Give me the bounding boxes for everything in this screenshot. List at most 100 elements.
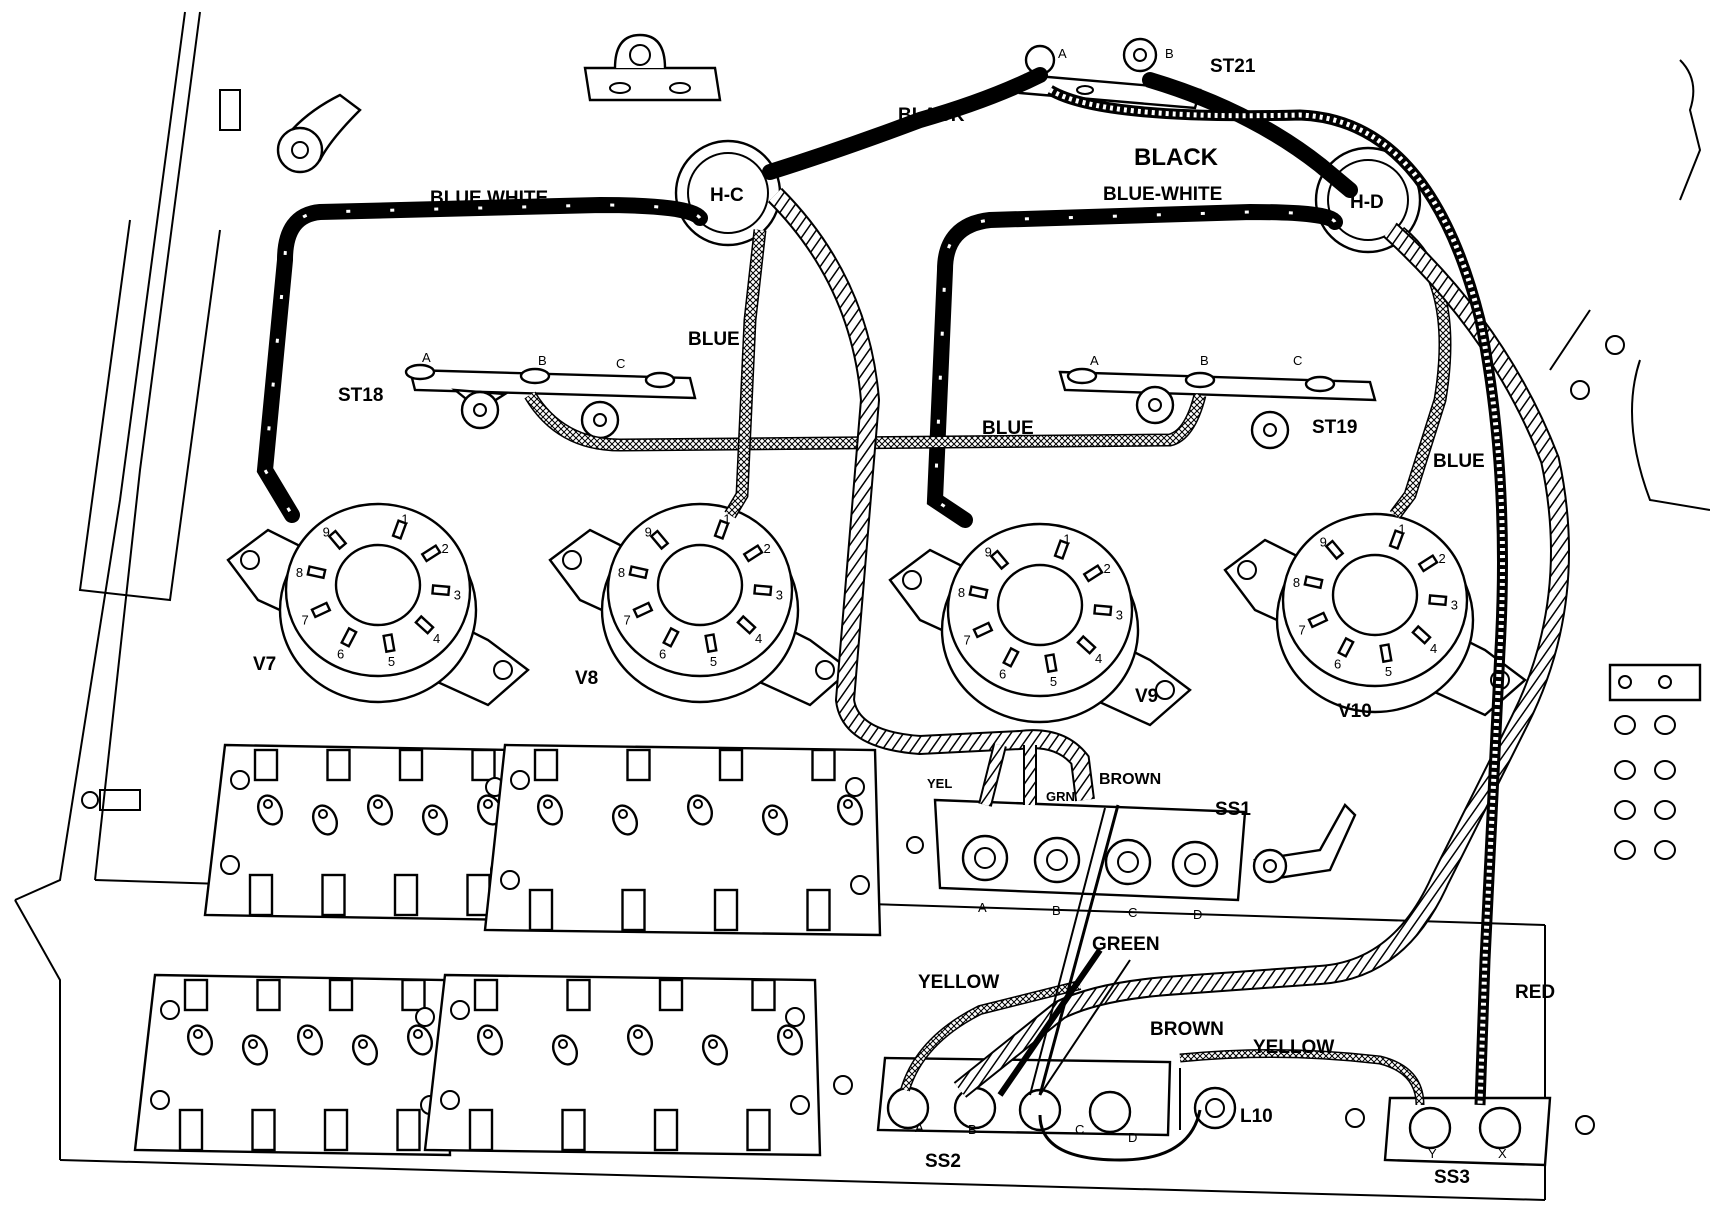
label-hd: H-D — [1350, 192, 1384, 213]
label-black-1: BLACK — [898, 105, 965, 126]
board-hole — [160, 1000, 180, 1020]
board-slot — [751, 978, 776, 1012]
mounting-hole — [902, 570, 922, 590]
label-blue-3: BLUE — [1433, 451, 1485, 472]
pin-label: 4 — [1430, 641, 1437, 656]
socket-pin — [1324, 539, 1345, 561]
socket-center — [656, 543, 744, 627]
pin-label: 6 — [999, 667, 1006, 682]
board-slot — [178, 1108, 204, 1152]
socket-pin — [306, 565, 327, 580]
socket-pin — [753, 584, 773, 597]
pin-label: 8 — [296, 565, 303, 580]
lug-hole — [428, 809, 438, 819]
lug-hole — [783, 1029, 793, 1039]
board-hole — [510, 770, 530, 790]
lug-hole — [483, 1029, 493, 1039]
label-ss3: SS3 — [1434, 1167, 1470, 1188]
label-ss1-d: D — [1193, 907, 1202, 922]
right-edge-parts — [1549, 59, 1710, 1135]
pin-label: 4 — [755, 631, 762, 646]
socket-pin — [1093, 604, 1113, 617]
board-hole — [790, 1095, 810, 1115]
socket-pin — [310, 601, 332, 619]
label-blue-1: BLUE — [688, 329, 740, 350]
terminal-boards — [133, 743, 882, 1157]
label-st21-a: A — [1058, 46, 1067, 61]
board-slot — [806, 888, 831, 932]
pin-label: 3 — [776, 587, 783, 602]
board-slot — [323, 1108, 349, 1152]
socket-pin — [713, 519, 730, 540]
socket-pin — [327, 529, 348, 551]
board-slot — [251, 1108, 276, 1152]
socket-pin — [972, 621, 994, 639]
pin-label: 1 — [723, 511, 730, 526]
lug-hole — [413, 1029, 423, 1039]
socket-pin — [420, 543, 442, 563]
board-slot — [653, 1108, 679, 1152]
label-st21-b: B — [1165, 46, 1174, 61]
board-hole — [850, 875, 870, 895]
board-slot — [468, 1108, 494, 1152]
switch-ss3 — [1383, 1096, 1552, 1167]
label-black-2: BLACK — [1134, 144, 1219, 171]
label-grn: GRN — [1046, 789, 1075, 804]
board-slot — [626, 748, 651, 782]
label-st19-b: B — [1200, 353, 1209, 368]
board-slot — [396, 1108, 421, 1152]
lug-hole — [263, 799, 273, 809]
socket-pin — [742, 543, 764, 563]
lug-hole — [248, 1039, 258, 1049]
pin-label: 1 — [401, 511, 408, 526]
socket-pin — [1379, 643, 1393, 664]
pin-label: 8 — [958, 585, 965, 600]
socket-pin — [1082, 563, 1104, 583]
socket-pin — [1076, 634, 1097, 655]
wires — [256, 67, 1570, 1162]
label-l10: L10 — [1240, 1106, 1273, 1127]
pin-label: 9 — [1320, 534, 1327, 549]
label-brown-1: BROWN — [1099, 771, 1161, 788]
label-ss2-b: B — [968, 1122, 977, 1137]
terminal-board — [133, 973, 452, 1157]
board-hole — [845, 777, 865, 797]
label-blue-white-1: BLUE WHITE — [430, 188, 548, 209]
label-ss3-x: X — [1498, 1146, 1507, 1161]
socket-pin — [968, 585, 989, 600]
label-st18-b: B — [538, 353, 547, 368]
socket-pin — [628, 565, 649, 580]
terminal-strip-st19 — [1058, 367, 1377, 450]
label-ss1-b: B — [1052, 903, 1061, 918]
pin-label: 9 — [323, 524, 330, 539]
board-slot — [248, 873, 274, 917]
pin-label: 3 — [1451, 597, 1458, 612]
mounting-hole — [1155, 680, 1175, 700]
label-ss1: SS1 — [1215, 799, 1251, 820]
socket-pin — [1411, 624, 1432, 645]
board-slot — [533, 748, 559, 782]
lug-hole — [303, 1029, 313, 1039]
pin-label: 3 — [1116, 607, 1123, 622]
pin-label: 2 — [1103, 561, 1110, 576]
label-green: GREEN — [1092, 934, 1160, 955]
socket-pin — [1428, 594, 1448, 607]
lug-hole — [618, 809, 628, 819]
board-hole — [415, 1007, 435, 1027]
switch-ss1 — [906, 798, 1357, 902]
board-slot — [718, 748, 744, 782]
socket-pin — [414, 614, 435, 635]
label-v10: V10 — [1338, 701, 1372, 722]
socket-pin — [736, 614, 757, 635]
socket-pin — [649, 529, 670, 551]
pin-label: 4 — [1095, 651, 1102, 666]
pin-label: 5 — [1050, 674, 1057, 689]
socket-pin — [1417, 553, 1439, 573]
board-hole — [450, 1000, 470, 1020]
board-slot — [713, 888, 739, 932]
pin-label: 6 — [659, 647, 666, 662]
lug-hole — [708, 1039, 718, 1049]
